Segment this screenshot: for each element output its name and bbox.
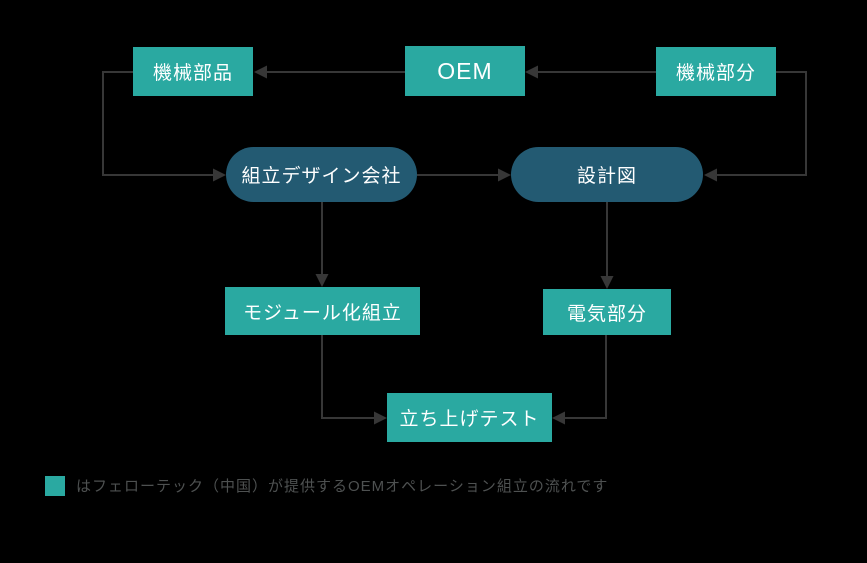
legend-color-swatch [45, 475, 65, 496]
arrowhead-icon [552, 411, 565, 425]
node-label: 機械部品 [152, 63, 233, 84]
edge-mechanical-section-to-blueprint [716, 71, 807, 176]
arrowhead-icon [525, 65, 538, 79]
node-label: 組立デザイン会社 [241, 166, 402, 187]
node-electrical-section: 電気部分 [543, 289, 671, 335]
node-mechanical-section: 機械部分 [656, 47, 776, 96]
edge-electrical-section-to-startup-test [564, 335, 607, 419]
node-mechanical-parts: 機械部品 [133, 47, 253, 96]
arrowhead-icon [498, 168, 511, 182]
legend: はフェローテック（中国）が提供するOEMオペレーション組立の流れです [45, 475, 608, 496]
node-label: 立ち上げテスト [399, 409, 540, 430]
node-startup-test: 立ち上げテスト [387, 393, 552, 442]
node-label: 電気部分 [566, 303, 647, 325]
arrowhead-icon [315, 274, 329, 287]
edge-modular-assembly-to-startup-test [321, 335, 375, 419]
arrowhead-icon [213, 168, 226, 182]
node-label: 設計図 [576, 166, 637, 187]
node-modular-assembly: モジュール化組立 [225, 287, 420, 335]
node-label: OEM [437, 57, 493, 84]
node-assembly-design-company: 組立デザイン会社 [226, 147, 417, 202]
edge-mechanical-parts-to-assembly-design [102, 71, 214, 176]
arrowhead-icon [254, 65, 267, 79]
node-blueprint: 設計図 [511, 147, 703, 202]
node-label: 機械部分 [675, 63, 756, 84]
legend-text: はフェローテック（中国）が提供するOEMオペレーション組立の流れです [76, 478, 609, 495]
node-label: モジュール化組立 [243, 302, 402, 324]
arrowhead-icon [374, 411, 387, 425]
arrowhead-icon [704, 168, 717, 182]
arrowhead-icon [600, 276, 614, 289]
node-oem: OEM [405, 46, 525, 96]
